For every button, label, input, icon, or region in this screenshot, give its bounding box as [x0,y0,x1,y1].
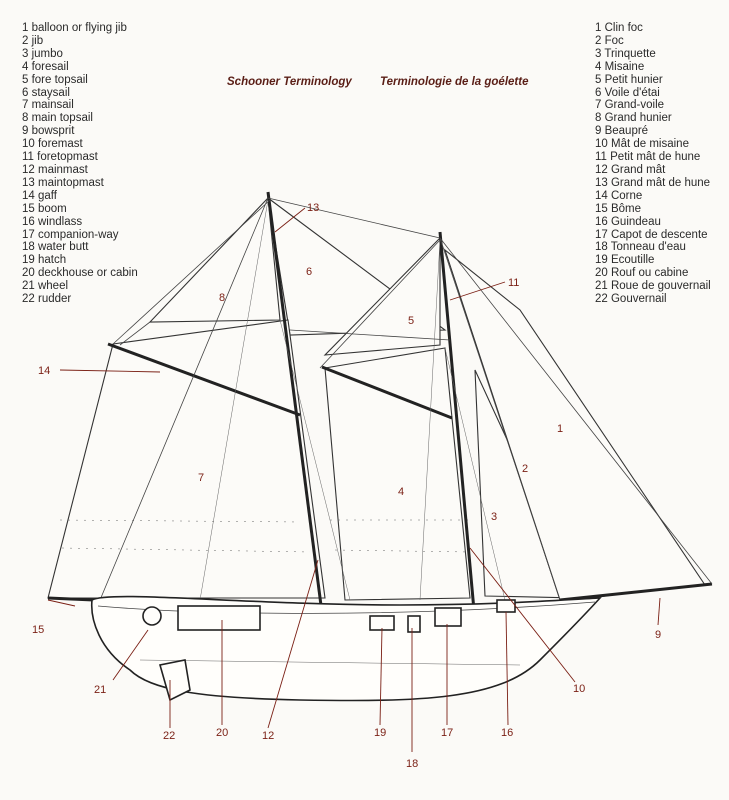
callout-22: 22 [163,730,175,742]
legend-item: 5 fore topsail [22,73,88,86]
legend-item: 13 Grand mât de hune [595,176,711,189]
legend-item: 16 Guindeau [595,215,661,228]
legend-item: 4 Misaine [595,60,645,73]
bowsprit [559,582,713,602]
legend-item: 17 companion-way [22,228,119,241]
legend-item: 11 foretopmast [22,151,98,164]
legend-item: 1 Clin foc [595,22,643,34]
callout-20: 20 [216,727,228,739]
legend-item: 7 mainsail [22,99,74,112]
diagram-title-english: Schooner Terminology [227,76,352,88]
fore-topsail [323,236,441,356]
legend-item: 10 foremast [22,138,83,151]
legend-item: 14 gaff [22,189,57,202]
mainsail [47,319,326,599]
callout-7: 7 [198,472,204,484]
legend-item: 7 Grand-voile [595,99,665,112]
callout-8: 8 [219,292,225,304]
rudder-shape [158,659,191,702]
wheel [142,606,162,626]
legend-item: 4 foresail [22,60,69,73]
callout-11: 11 [508,277,519,289]
legend-item: 21 wheel [22,280,69,293]
legend-item: 8 main topsail [22,112,93,125]
callout-5: 5 [408,315,414,327]
main-gaff [107,342,301,417]
legend-item: 10 Mât de misaine [595,138,689,151]
legend-item: 15 boom [22,202,67,215]
callout-3: 3 [491,511,497,523]
callout-15: 15 [32,624,44,636]
callout-4: 4 [398,486,404,498]
legend-item: 3 jumbo [22,47,63,60]
callout-21: 21 [94,684,106,696]
companion-way [434,607,462,627]
legend-item: 9 Beaupré [595,125,649,138]
diagram-title-french: Terminologie de la goélette [380,76,529,88]
legend-item: 8 Grand hunier [595,112,672,125]
water-butt [407,615,421,633]
callout-19: 19 [374,727,386,739]
legend-item: 17 Capot de descente [595,228,708,241]
callout-9: 9 [655,629,661,641]
legend-item: 21 Roue de gouvernail [595,280,711,293]
legend-item: 5 Petit hunier [595,73,663,86]
foresail [324,347,471,601]
legend-item: 3 Trinquette [595,47,656,60]
legend-item: 6 staysail [22,86,70,99]
legend-item: 13 maintopmast [22,176,104,189]
legend-item: 2 jib [22,34,44,47]
hatch [369,615,395,631]
legend-item: 12 Grand mât [595,163,666,176]
legend-item: 1 balloon or flying jib [22,22,127,34]
legend-item: 11 Petit mât de hune [595,151,701,164]
callout-6: 6 [306,266,312,278]
legend-item: 20 deckhouse or cabin [22,267,138,280]
legend-item: 22 Gouvernail [595,293,667,306]
legend-item: 14 Corne [595,189,643,202]
callout-1: 1 [557,423,563,435]
legend-item: 2 Foc [595,34,624,47]
main-topsail [148,196,281,323]
legend-item: 18 water butt [22,241,89,254]
foremast [438,231,480,656]
legend-item: 9 bowsprit [22,125,75,138]
callout-16: 16 [501,727,513,739]
legend-item: 20 Rouf ou cabine [595,267,689,280]
legend-item: 16 windlass [22,215,83,228]
callout-14: 14 [38,365,50,377]
callout-2: 2 [522,463,528,475]
callout-18: 18 [406,758,418,770]
callout-17: 17 [441,727,453,739]
legend-item: 6 Voile d'étai [595,86,660,99]
callout-13: 13 [307,202,319,214]
deckhouse [177,605,261,631]
legend-item: 22 rudder [22,293,72,306]
legend-item: 19 Ecoutille [595,254,655,267]
legend-item: 19 hatch [22,254,67,267]
legend-item: 15 Bôme [595,202,642,215]
legend-item: 12 mainmast [22,163,88,176]
legend-item: 18 Tonneau d'eau [595,241,686,254]
callout-10: 10 [573,683,585,695]
mainmast [266,191,330,661]
callout-12: 12 [262,730,274,742]
